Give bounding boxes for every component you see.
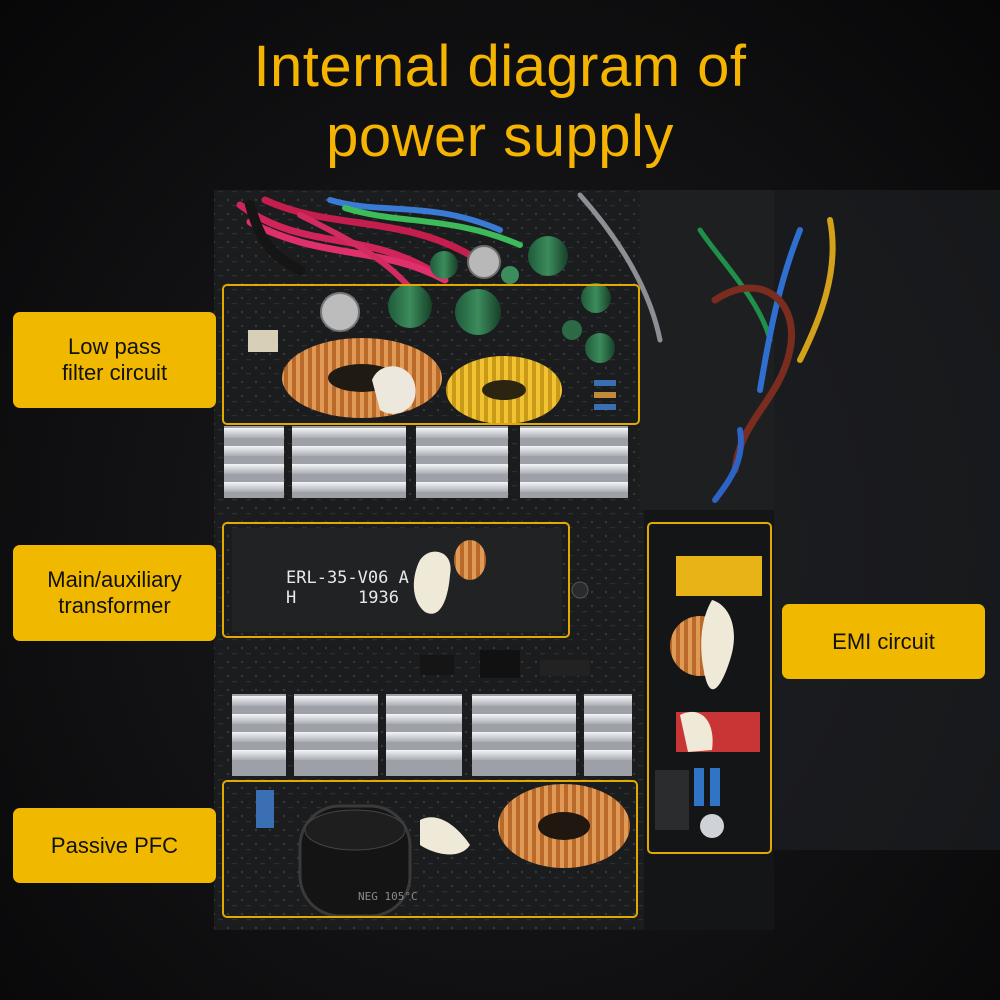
transformer-marking-h: H bbox=[286, 588, 296, 608]
middle-pcb-details bbox=[420, 581, 590, 678]
frame-emi-circuit bbox=[647, 522, 772, 854]
label-transformer: Main/auxiliary transformer bbox=[13, 545, 216, 641]
top-capacitors bbox=[430, 236, 568, 284]
label-low-pass-line-1: Low pass bbox=[68, 334, 161, 359]
label-passive-pfc: Passive PFC bbox=[13, 808, 216, 883]
diagram-title-line-2: power supply bbox=[326, 104, 674, 169]
emi-components bbox=[655, 556, 762, 838]
capacitor-marking: NEG 105°C bbox=[358, 890, 418, 903]
case-wall bbox=[774, 190, 1000, 850]
transformer-body: ERL-35-V06 A H 1936 bbox=[232, 528, 562, 632]
frame-low-pass-filter bbox=[222, 284, 640, 425]
label-emi-circuit: EMI circuit bbox=[782, 604, 985, 679]
label-low-pass-line-2: filter circuit bbox=[61, 360, 168, 385]
diagram-title-line-1: Internal diagram of bbox=[253, 34, 747, 99]
lower-heatsinks bbox=[232, 694, 632, 776]
frame-transformer bbox=[222, 522, 570, 638]
transformer-model-text: ERL-35-V06 A bbox=[286, 568, 409, 588]
label-emi-line-1: EMI circuit bbox=[832, 628, 935, 654]
label-transformer-line-2: transformer bbox=[58, 593, 171, 618]
label-pfc-line-1: Passive PFC bbox=[50, 832, 179, 858]
frame-passive-pfc bbox=[222, 780, 638, 918]
label-transformer-line-1: Main/auxiliary bbox=[47, 567, 182, 592]
transformer-marking-code: 1936 bbox=[358, 588, 399, 608]
pfc-components: NEG 105°C bbox=[256, 784, 630, 918]
low-pass-components bbox=[248, 283, 616, 424]
label-low-pass-filter: Low pass filter circuit bbox=[13, 312, 216, 408]
upper-heatsinks bbox=[224, 426, 628, 498]
